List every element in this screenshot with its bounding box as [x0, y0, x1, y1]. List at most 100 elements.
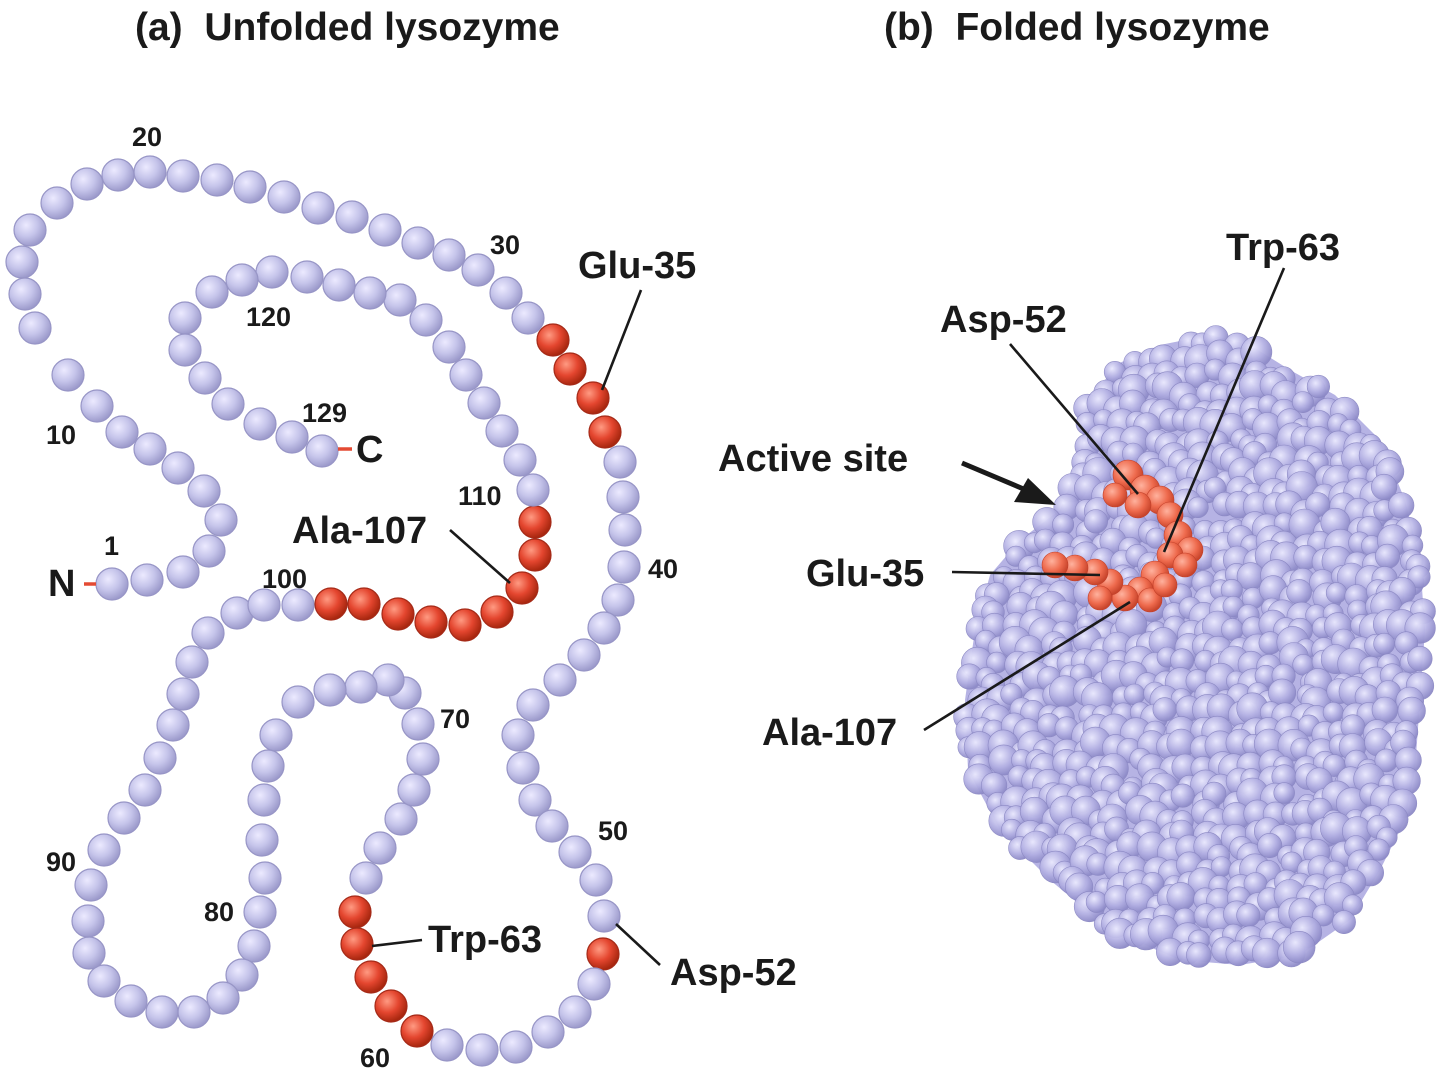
atom-sphere — [1407, 565, 1431, 589]
residue-number-1: 1 — [104, 531, 119, 561]
active-residue-109 — [518, 538, 552, 572]
residue-113 — [485, 414, 519, 448]
residue-115 — [449, 358, 483, 392]
residue-121 — [290, 260, 324, 294]
glu35-label: Glu-35 — [578, 245, 696, 287]
residue-54 — [558, 995, 592, 1029]
residue-127 — [188, 361, 222, 395]
residue-4 — [192, 534, 226, 568]
active-residue-63 — [338, 895, 372, 929]
residue-95 — [156, 708, 190, 742]
atom-sphere — [1325, 582, 1348, 604]
residue-47 — [518, 783, 552, 817]
atom-sphere — [1170, 783, 1195, 808]
residue-124 — [195, 275, 229, 309]
panel-b-title: (b) Folded lysozyme — [884, 6, 1270, 50]
residue-130 — [275, 420, 309, 454]
residue-67 — [397, 773, 431, 807]
residue-number-50: 50 — [598, 816, 628, 846]
residue-number-10: 10 — [46, 420, 76, 450]
residue-3 — [166, 555, 200, 589]
atom-sphere — [1367, 838, 1390, 861]
residue-89 — [71, 904, 105, 938]
trp63-leader-folded — [1162, 267, 1286, 553]
atom-sphere — [1373, 632, 1396, 655]
residue-131 — [305, 434, 339, 468]
residue-number-40: 40 — [648, 554, 678, 584]
residue-20 — [166, 159, 200, 193]
residue-37 — [606, 480, 640, 514]
residue-5 — [204, 503, 238, 537]
residue-97 — [175, 645, 209, 679]
residue-93 — [128, 773, 162, 807]
asp52-leader-folded — [1009, 343, 1139, 495]
residue-82 — [225, 958, 259, 992]
residue-66 — [384, 802, 418, 836]
residue-65 — [363, 831, 397, 865]
folded-protein-surface — [953, 325, 1436, 969]
residue-number-120: 120 — [246, 302, 291, 332]
glu35-label-folded: Glu-35 — [806, 553, 924, 595]
atom-sphere — [1236, 903, 1261, 928]
atom-sphere — [1282, 930, 1316, 964]
residue-22 — [233, 170, 267, 204]
atom-sphere — [1306, 374, 1330, 399]
atom-sphere — [1186, 942, 1212, 968]
residue-42 — [567, 638, 601, 672]
residue-9 — [105, 415, 139, 449]
residue-73 — [313, 673, 347, 707]
active-residue-33 — [553, 352, 587, 386]
residue-98 — [191, 616, 225, 650]
residue-81 — [237, 929, 271, 963]
active-residue-103 — [347, 587, 381, 621]
residue-number-110: 110 — [458, 481, 502, 511]
active-site-residues — [1041, 459, 1204, 613]
ala107-leader-folded — [923, 600, 1131, 732]
residue-28 — [432, 238, 466, 272]
residue-7 — [161, 451, 195, 485]
active-residue-106 — [448, 608, 482, 642]
residue-13 — [8, 277, 42, 311]
active-site-atom — [1102, 482, 1128, 508]
residue-94 — [143, 741, 177, 775]
atom-sphere — [1388, 492, 1415, 519]
residue-16 — [40, 186, 74, 220]
residue-84 — [177, 995, 211, 1029]
residue-2 — [130, 563, 164, 597]
active-residue-105 — [414, 605, 448, 639]
residue-64 — [349, 861, 383, 895]
residue-55 — [531, 1015, 565, 1049]
active-residue-60 — [374, 989, 408, 1023]
residue-123 — [225, 263, 259, 297]
c-terminus-label: C — [356, 429, 383, 471]
active-residue-59 — [400, 1014, 434, 1048]
trp63-label-folded: Trp-63 — [1226, 227, 1340, 269]
residue-125 — [168, 301, 202, 335]
residue-117 — [409, 303, 443, 337]
ala107-leader — [449, 529, 511, 584]
active-site-arrow-shaft — [961, 460, 1027, 493]
residue-18 — [101, 158, 135, 192]
residue-74 — [281, 685, 315, 719]
residue-43 — [543, 663, 577, 697]
atom-sphere — [1273, 782, 1295, 804]
residue-17 — [70, 167, 104, 201]
active-residue-110 — [518, 505, 552, 539]
residue-85 — [145, 995, 179, 1029]
residue-12 — [18, 311, 52, 345]
residue-number-60: 60 — [360, 1043, 390, 1073]
residue-14 — [5, 245, 39, 279]
residue-83 — [206, 981, 240, 1015]
residue-126 — [168, 333, 202, 367]
residue-26 — [368, 213, 402, 247]
active-residue-32 — [536, 323, 570, 357]
residue-119 — [353, 276, 387, 310]
atom-sphere — [1221, 618, 1244, 641]
residue-38 — [608, 513, 642, 547]
residue-30 — [489, 276, 523, 310]
residue-49 — [558, 835, 592, 869]
residue-25 — [335, 200, 369, 234]
residue-129 — [243, 407, 277, 441]
residue-101 — [281, 588, 315, 622]
